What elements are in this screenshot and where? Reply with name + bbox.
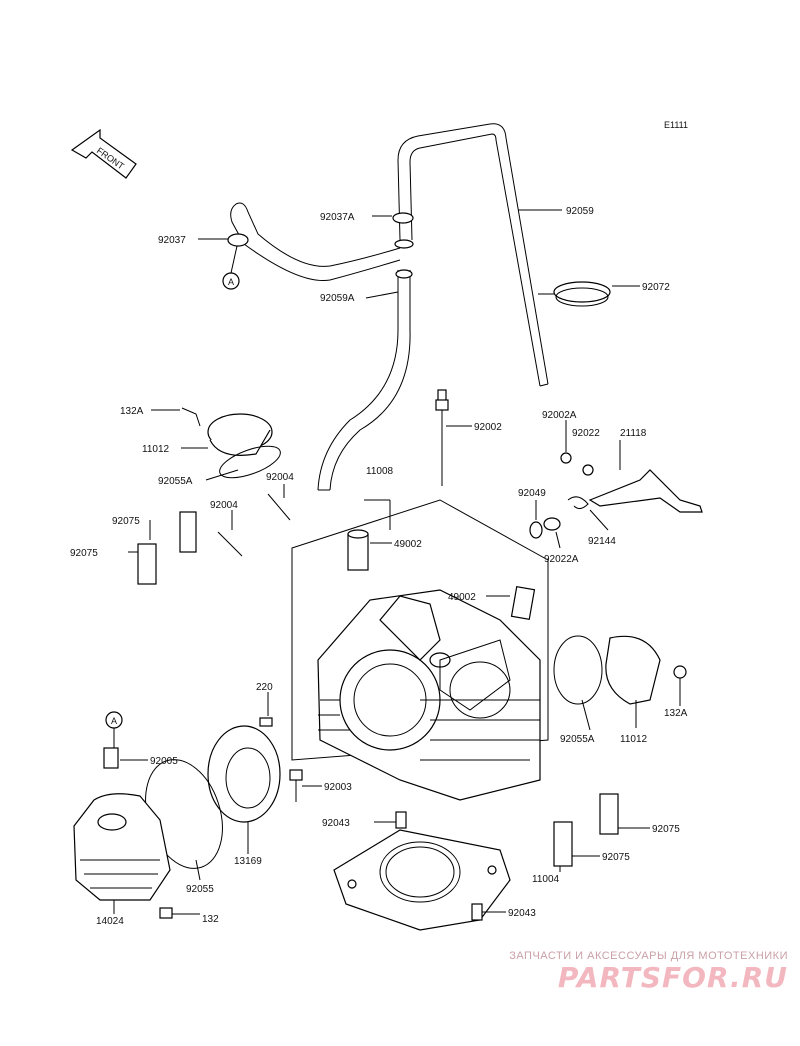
tappet-cover-top <box>181 407 281 479</box>
label-92055: 92055 <box>186 884 214 895</box>
dowel-92043-b <box>471 903 483 921</box>
label-92059: 92059 <box>566 206 594 217</box>
cylinder-head-11008 <box>291 499 549 801</box>
seal-stack-92075-right <box>553 793 619 867</box>
label-49002-a: 49002 <box>394 539 422 550</box>
label-49002-b: 49002 <box>448 592 476 603</box>
bolt-92003 <box>289 769 303 802</box>
label-92002: 92002 <box>474 422 502 433</box>
label-92049: 92049 <box>518 488 546 499</box>
label-11012-top: 11012 <box>142 444 170 455</box>
valve-guide-49002-a <box>347 529 369 571</box>
label-92059A: 92059A <box>320 293 355 304</box>
label-92055A-right: 92055A <box>560 734 595 745</box>
bolt-220 <box>259 717 273 727</box>
label-92144: 92144 <box>588 536 616 547</box>
label-92055A-top: 92055A <box>158 476 193 487</box>
head-gasket-11004 <box>333 829 511 931</box>
tappet-cover-right <box>553 635 687 705</box>
cover-13169 <box>207 725 281 823</box>
label-11008: 11008 <box>366 466 394 477</box>
callout-a-bottom: A <box>105 711 123 748</box>
label-14024: 14024 <box>96 916 124 927</box>
label-92075-b: 92075 <box>70 548 98 559</box>
seal-stack-92075-left <box>137 511 197 585</box>
label-21118: 21118 <box>620 428 647 439</box>
label-92037: 92037 <box>158 235 186 246</box>
label-92003: 92003 <box>324 782 352 793</box>
label-13169: 13169 <box>234 856 262 867</box>
label-92075-d: 92075 <box>602 852 630 863</box>
breather-hose-92059A <box>317 270 411 491</box>
callout-a-top: A <box>222 245 240 290</box>
watermark-subtitle: ЗАПЧАСТИ И АКСЕССУАРЫ ДЛЯ МОТОТЕХНИКИ <box>509 950 788 962</box>
breather-hose-92059 <box>397 123 549 387</box>
hose-joint <box>394 239 414 249</box>
label-92072: 92072 <box>642 282 670 293</box>
bolt-132 <box>159 907 173 919</box>
label-220: 220 <box>256 682 273 693</box>
label-132: 132 <box>202 914 219 925</box>
label-92022A: 92022A <box>544 554 579 565</box>
valve-guide-49002-b <box>510 585 536 621</box>
label-92037A: 92037A <box>320 212 355 223</box>
stud-92004-b <box>217 531 243 557</box>
label-92004-b: 92004 <box>210 500 238 511</box>
svg-text:A: A <box>228 277 234 287</box>
clamp-92037A <box>392 212 414 224</box>
label-132A-right: 132A <box>664 708 688 719</box>
svg-text:A: A <box>111 716 117 726</box>
label-92022: 92022 <box>572 428 600 439</box>
front-arrow-icon: FRONT <box>70 128 137 179</box>
band-clamp-92072 <box>553 281 611 307</box>
label-92043-a: 92043 <box>322 818 350 829</box>
label-92005: 92005 <box>150 756 178 767</box>
label-132A-top: 132A <box>120 406 144 417</box>
part-labels: 92059 92037A 92037 92059A 92072 132A 110… <box>70 206 688 927</box>
stud-92002 <box>435 389 449 486</box>
watermark: ЗАПЧАСТИ И АКСЕССУАРЫ ДЛЯ МОТОТЕХНИКИ PA… <box>488 950 788 994</box>
clamp-92037 <box>227 233 249 247</box>
label-92002A: 92002A <box>542 410 577 421</box>
leader-lines <box>113 209 681 915</box>
label-92075-c: 92075 <box>652 824 680 835</box>
label-11012-right: 11012 <box>620 734 648 745</box>
lever-21118 <box>529 452 703 539</box>
label-92004-a: 92004 <box>266 472 294 483</box>
valve-cover-14024 <box>73 747 171 901</box>
label-92075-a: 92075 <box>112 516 140 527</box>
dowel-92043-a <box>395 811 407 829</box>
hose-joint-lower <box>395 269 413 279</box>
label-11004: 11004 <box>532 874 560 885</box>
diagram-code: E1111 <box>664 120 688 130</box>
label-92043-b: 92043 <box>508 908 536 919</box>
breather-hose-upper <box>230 202 401 282</box>
stud-92004-a <box>267 493 291 521</box>
watermark-logo: PARTSFOR.RU <box>557 961 788 994</box>
